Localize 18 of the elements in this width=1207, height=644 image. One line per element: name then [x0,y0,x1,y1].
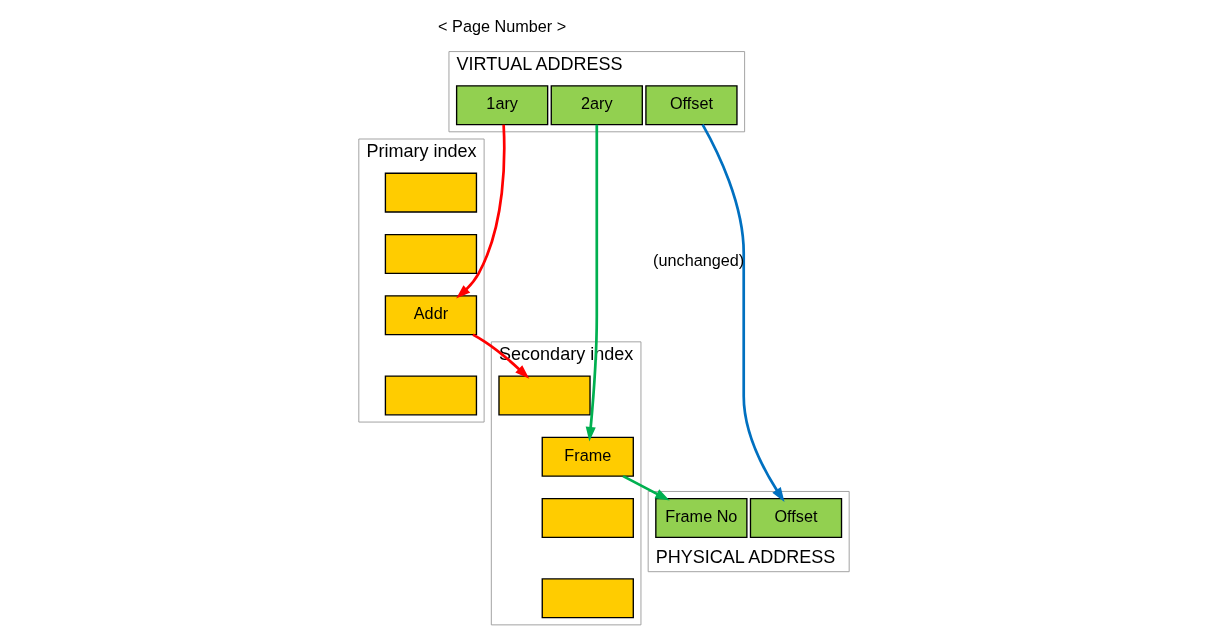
arrow [700,123,784,502]
node-box [497,375,591,416]
arrow [585,124,598,442]
node-box [384,233,477,274]
node-box: 2ary [550,85,643,126]
node-box [541,578,634,619]
node-box: Offset [749,498,842,539]
label: < Page Number > [437,17,566,36]
arrow [455,124,506,299]
node-box: Frame [541,436,634,477]
node-box [541,498,634,539]
node-box [384,172,477,213]
node-box: Frame No [654,498,748,539]
arrow [621,474,670,501]
node-box: 1ary [455,85,548,126]
node-box [384,375,477,416]
node-box: Addr [384,295,477,336]
node-box: Offset [644,85,738,126]
